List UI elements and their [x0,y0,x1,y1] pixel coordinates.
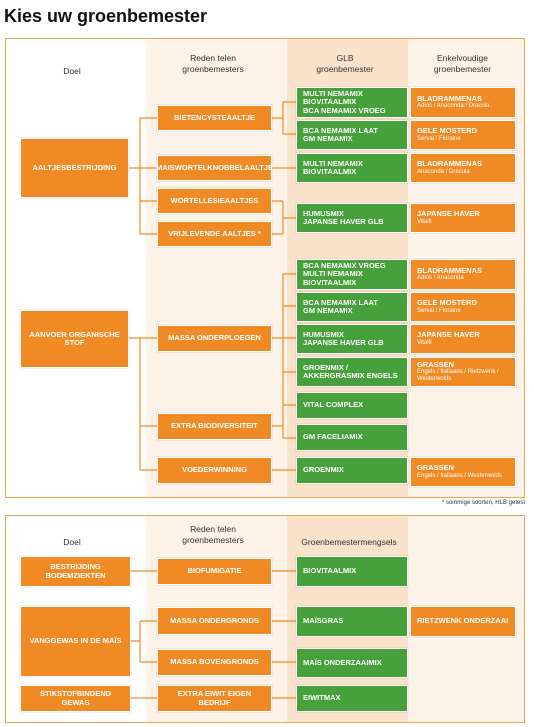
enkel-varieties: Engels / Italiaans / Westerwolds [417,472,502,479]
glb-line: Multi Nemamix [303,158,363,168]
glb-box: Humusmix Japanse haver GLB [296,203,408,233]
glb-line: Multi Nemamix [303,269,363,279]
glb-line: BCA Nemamix laat [303,297,378,307]
glb-box: Multi Nemamix Biovitaalmix BCA Nemamix v… [296,87,408,118]
enkel-varieties: Anaconda / Dracula [417,168,470,175]
header-enkel: Enkelvoudige groenbemester [433,53,492,74]
glb-line: Japanse haver GLB [303,338,384,347]
header-doel-bottom: Doel [63,537,81,547]
doel-aaltjesbestrijding: Aaltjesbestrijding [20,138,129,198]
glb-line: BCA Nemamix vroeg [303,260,386,270]
glb-line: Humusmix [303,208,344,218]
doel-aanvoer-organische-stof: Aanvoer organische stof [20,310,129,368]
enkel-box: Grassen Engels / Italiaans / Westerwolds [410,457,516,487]
reden-massa-bovengronds: Massa bovengronds [157,649,272,676]
glb-line: GM Faceliamix [303,432,363,442]
glb-line: Groenmix [303,465,344,475]
enkel-box: Bladrammenas Anaconda / Dracula [410,153,516,183]
reden-bietencysteaaltje: Bietencysteaaltje [157,105,272,131]
enkel-varieties: Adios / Anaconda [417,275,464,282]
page-title: Kies uw groenbemester [4,6,208,26]
reden-vrijlevende-aaltjes: Vrijlevende aaltjes * [157,221,272,247]
enkel-name: Bladrammenas [417,265,482,275]
reden-extra-eiwit: Extra eiwit eigen bedrijf [157,685,272,712]
footnote: * sommige soorten, HLB getest [441,500,525,506]
glb-box: Groenmix [296,457,408,484]
glb-line: Groenmix / [303,362,349,372]
glb-box: Groenmix / Akkergrasmix Engels [296,357,408,387]
reden-wortellesieaaltjes: Wortellesieaaltjes [157,188,272,214]
enkel-varieties: Serval / Floraine [417,307,461,314]
glb-line: BCA Nemamix laat [303,125,378,135]
header-reden-bottom: Reden telen groenbemesters [182,524,244,545]
glb-line: Biovitaalmix [303,277,357,287]
doel-bestrijding-bodemziekten: Bestrijding bodemziekten [20,556,131,587]
enkel-box: Grassen Engels / Italiaans / Rietzwenk /… [410,357,516,387]
mix-maisgras: Maïsgras [296,606,408,637]
enkel-varieties: Vitalfi [417,218,432,225]
reden-massa-onderploegen: Massa onderploegen [157,325,272,352]
header-glb: GLB groenbemester [316,53,374,74]
enkel-name: Gele mosterd [417,126,478,136]
glb-line: GM Nemamix [303,134,353,143]
enkel-name: Bladrammenas [417,93,482,103]
header-mix-bottom: Groenbemestermengsels [301,537,397,547]
enkel-name: Japanse haver [417,330,480,340]
enkel-name: Japanse haver [417,209,480,219]
glb-line: Biovitaalmix [303,167,357,176]
enkel-name: Bladrammenas [417,159,482,169]
enkel-box: Japanse haver Vitalfi [410,203,516,233]
header-reden: Reden telen groenbemesters [182,53,244,74]
reden-voederwinning: Voederwinning [157,457,272,484]
glb-line: Multi Nemamix [303,88,363,98]
enkel-varieties: Serval / Floraine [417,135,461,142]
reden-extra-biodiversiteit: Extra biodiversiteit [157,413,272,440]
enkel-varieties: Engels / Italiaans / Rietzwenk / Westerw… [417,369,499,383]
glb-box: Multi Nemamix Biovitaalmix [296,153,408,183]
enkel-box: Japanse haver Vitalfi [410,324,516,354]
mix-mais-onderzaaimix: Maïs onderzaaimix [296,648,408,678]
glb-line: Akkergrasmix Engels [303,371,398,380]
enkel-box: Gele mosterd Serval / Floraine [410,292,516,322]
header-doel: Doel [63,66,81,76]
mix-eiwitmax: Eiwitmax [296,685,408,712]
glb-line: Humusmix [303,329,344,339]
reden-maiswortelknobbelaaltje: Maiswortelknobbelaaltje [156,155,273,181]
enkel-varieties: Adios / Anaconda / Dracula [417,103,490,110]
glb-line: BCA Nemamix vroeg [303,105,386,115]
enkel-box: Bladrammenas Adios / Anaconda / Dracula [410,87,516,118]
enkel-varieties: Vitalfi [417,339,432,346]
extra-rietzwenk-onderzaai: Rietzwenk onderzaai [410,606,516,637]
glb-box: BCA Nemamix vroeg Multi Nemamix Biovitaa… [296,259,408,290]
reden-biofumigatie: Biofumigatie [157,558,272,585]
enkel-box: Gele mosterd Serval / Floraine [410,120,516,150]
glb-box: GM Faceliamix [296,424,408,451]
enkel-name: Grassen [417,359,455,369]
enkel-name: Gele mosterd [417,298,478,308]
mix-biovitaalmix: Biovitaalmix [296,556,408,587]
enkel-name: Grassen [417,463,455,473]
glb-box: Vital complex [296,392,408,419]
glb-line: Japanse haver GLB [303,217,384,226]
glb-box: BCA Nemamix laat GM Nemamix [296,292,408,322]
reden-massa-ondergronds: Massa ondergronds [157,607,272,635]
glb-box: Humusmix Japanse haver GLB [296,324,408,354]
doel-vanggewas-in-de-mais: Vanggewas in de maïs [20,606,131,677]
glb-box: BCA Nemamix laat GM Nemamix [296,120,408,150]
enkel-box: Bladrammenas Adios / Anaconda [410,259,516,290]
glb-line: Vital complex [303,400,364,410]
glb-line: Biovitaalmix [303,97,357,107]
glb-line: GM Nemamix [303,306,353,315]
doel-stikstofbindend-gewas: Stikstofbindend gewas [20,685,131,712]
